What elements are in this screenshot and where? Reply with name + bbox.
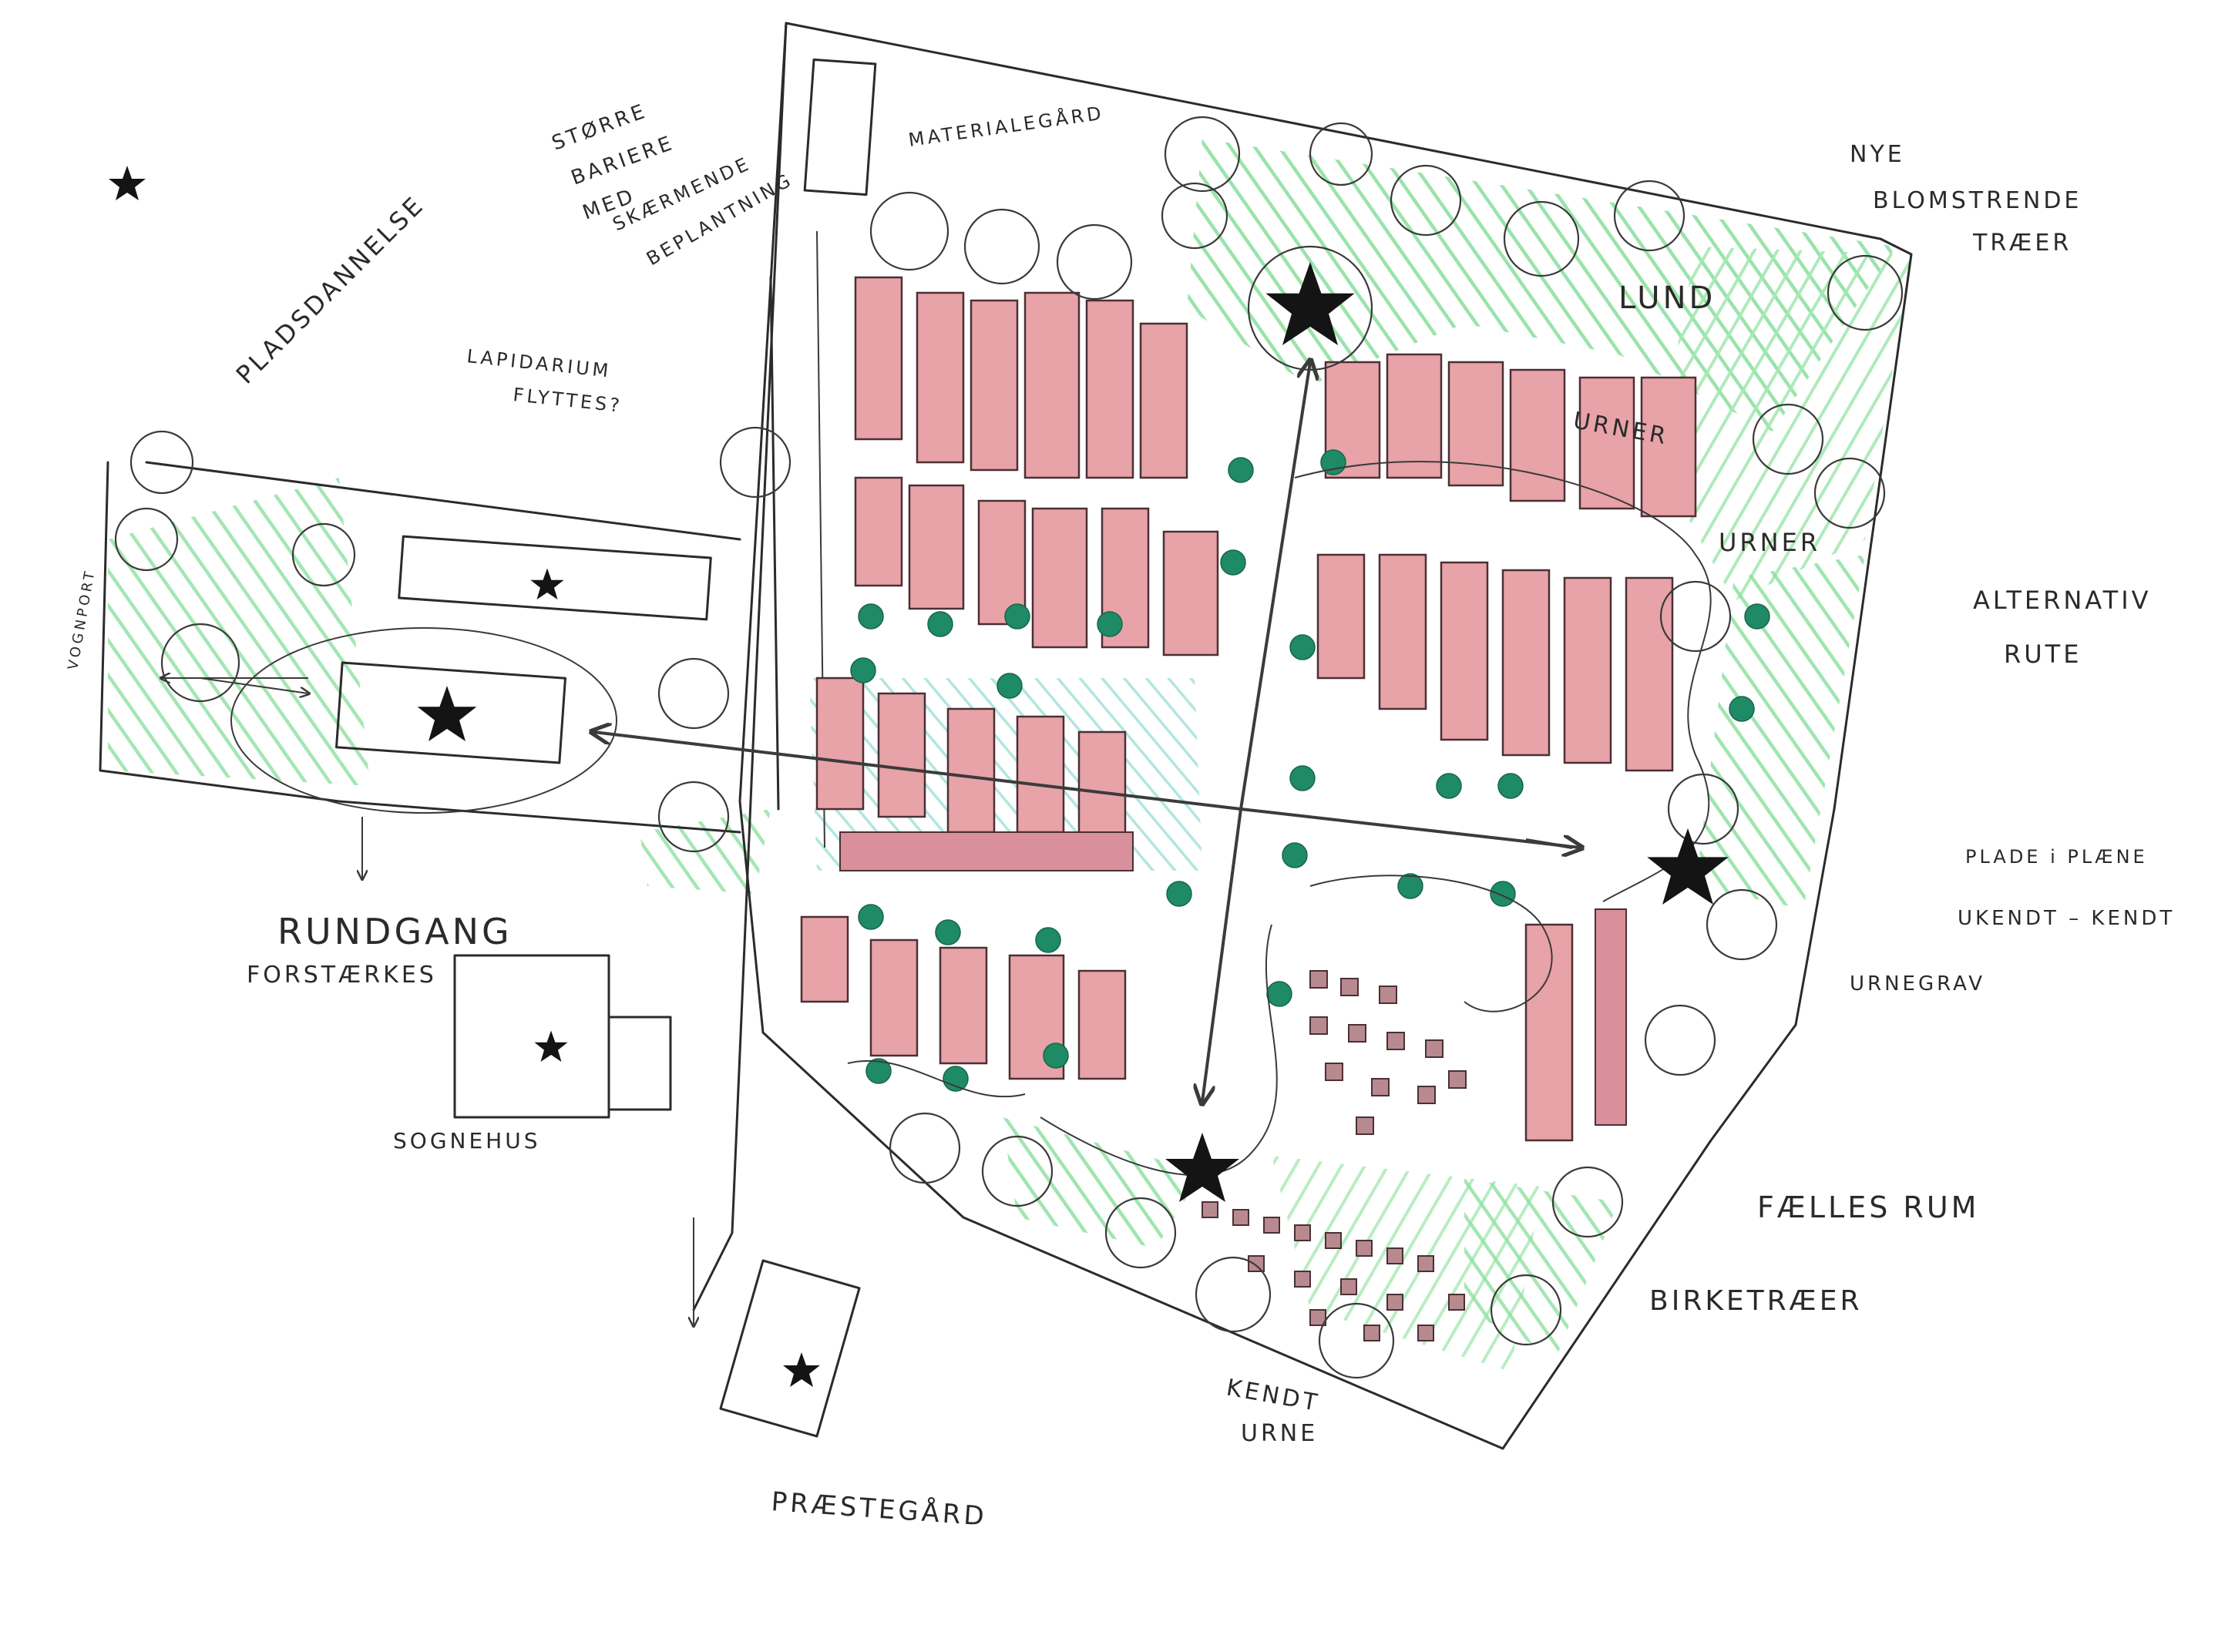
label-pladsdannelse: PLADSDANNELSE [230,190,431,390]
star-icon [530,568,564,599]
label-lapidarium: LAPIDARIUM [465,345,612,382]
star-icon [1265,262,1355,345]
axes [162,362,1580,1325]
label-ukendt: UKENDT – KENDT [1958,907,2175,930]
urn-graves [1202,970,1467,1341]
label-kendt: KENDT [1225,1374,1323,1417]
label-alternativ: ALTERNATIV [1973,586,2152,615]
star-icon [1165,1133,1239,1202]
label-rute: RUTE [2004,640,2082,669]
label-forstaerkes: FORSTÆRKES [247,962,437,989]
buildings [335,58,877,1438]
label-rundgang: RUNDGANG [277,911,513,952]
label-urner-right: URNER [1719,528,1820,557]
label-lund: LUND [1618,280,1716,316]
label-urne: URNE [1241,1420,1318,1447]
label-praestegard: PRÆSTEGÅRD [770,1486,988,1532]
label-sognehus: SOGNEHUS [393,1128,540,1153]
star-icon [534,1030,568,1062]
label-blomstrende: BLOMSTRENDE [1873,187,2082,214]
label-plade: PLADE i PLÆNE [1965,846,2148,868]
label-nye: NYE [1850,141,1905,168]
label-birketraeer: BIRKETRÆER [1649,1285,1863,1317]
focal-stars [109,166,1729,1387]
trees [114,116,1904,1379]
star-icon [783,1352,820,1387]
grave-blocks [800,276,1697,1142]
label-vognport: VOGNPORT [65,567,99,670]
label-flyttes: FLYTTES? [512,384,623,417]
shrubs [850,449,1770,1092]
star-icon [417,686,477,741]
label-materialegard: MATERIALEGÅRD [907,102,1106,151]
star-icon [109,166,146,200]
label-urnegrav: URNEGRAV [1850,972,1985,996]
label-traeer: TRÆER [1972,230,2072,257]
label-faelles: FÆLLES RUM [1757,1190,1979,1224]
star-icon [1647,828,1729,905]
